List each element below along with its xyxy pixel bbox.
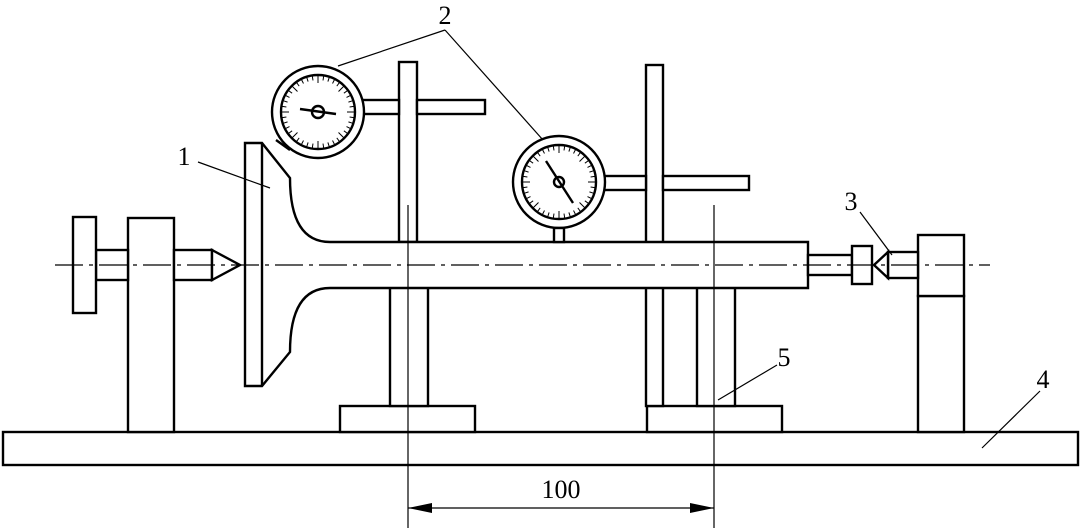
label-part-2: 2 bbox=[439, 1, 452, 30]
dimension-label: 100 bbox=[542, 475, 581, 504]
dial-tick bbox=[528, 159, 534, 164]
dial-tick bbox=[338, 132, 345, 139]
dial-tick bbox=[584, 200, 590, 205]
dial-tick bbox=[577, 151, 582, 157]
dial-tick bbox=[525, 164, 531, 168]
dial-tick bbox=[532, 155, 539, 162]
support-block-right bbox=[695, 271, 737, 408]
dial-tick bbox=[568, 212, 571, 218]
dial-tick bbox=[590, 186, 596, 189]
dial-tick bbox=[291, 132, 298, 139]
leader-3 bbox=[859, 211, 893, 256]
dial-tick bbox=[579, 155, 586, 162]
dial-tick bbox=[532, 202, 539, 209]
base-plate bbox=[1, 430, 1080, 467]
label-part-1: 1 bbox=[178, 142, 191, 171]
dial-tick bbox=[536, 151, 541, 157]
dial-indicator-upper bbox=[270, 64, 366, 160]
leader-2b bbox=[444, 29, 544, 141]
dial-tick bbox=[552, 145, 555, 151]
label-part-4: 4 bbox=[1037, 365, 1050, 394]
dial-tick bbox=[522, 175, 528, 178]
dial-indicator-lower bbox=[511, 134, 607, 244]
dial-tick bbox=[536, 207, 541, 213]
indicator-stand-right bbox=[598, 63, 751, 408]
dial-tick bbox=[547, 146, 550, 152]
dimension-line bbox=[408, 503, 714, 513]
dial-tick bbox=[291, 85, 298, 92]
dial-tick bbox=[525, 196, 531, 200]
leader-2a bbox=[337, 29, 446, 67]
dial-tick bbox=[590, 175, 596, 178]
dial-tick bbox=[541, 148, 545, 154]
dial-tick bbox=[587, 164, 593, 168]
leader-4 bbox=[981, 390, 1041, 449]
dial-tick bbox=[573, 210, 577, 216]
dial-tick bbox=[541, 210, 545, 216]
dial-tick bbox=[522, 186, 528, 189]
dial-tick bbox=[577, 207, 582, 213]
dial-tick bbox=[589, 191, 595, 194]
workpiece-valve bbox=[243, 141, 874, 388]
dial-tick bbox=[523, 191, 529, 194]
dial-tick bbox=[568, 146, 571, 152]
leader-5 bbox=[717, 364, 778, 401]
dial-tick bbox=[587, 196, 593, 200]
dial-tick bbox=[523, 170, 529, 173]
dial-tick bbox=[579, 202, 586, 209]
label-part-5: 5 bbox=[778, 343, 791, 372]
dial-tick bbox=[589, 170, 595, 173]
leader-1 bbox=[197, 161, 271, 189]
left-headstock bbox=[71, 215, 243, 434]
dial-tick bbox=[552, 213, 555, 219]
dial-tick bbox=[584, 159, 590, 164]
dial-tick bbox=[338, 85, 345, 92]
dial-tick bbox=[563, 145, 566, 151]
label-part-3: 3 bbox=[845, 187, 858, 216]
dial-tick bbox=[563, 213, 566, 219]
dial-tick bbox=[573, 148, 577, 154]
dial-tick bbox=[528, 200, 534, 205]
dial-tick bbox=[547, 212, 550, 218]
indicator-stand-left bbox=[358, 60, 487, 244]
support-block-left bbox=[388, 271, 430, 408]
